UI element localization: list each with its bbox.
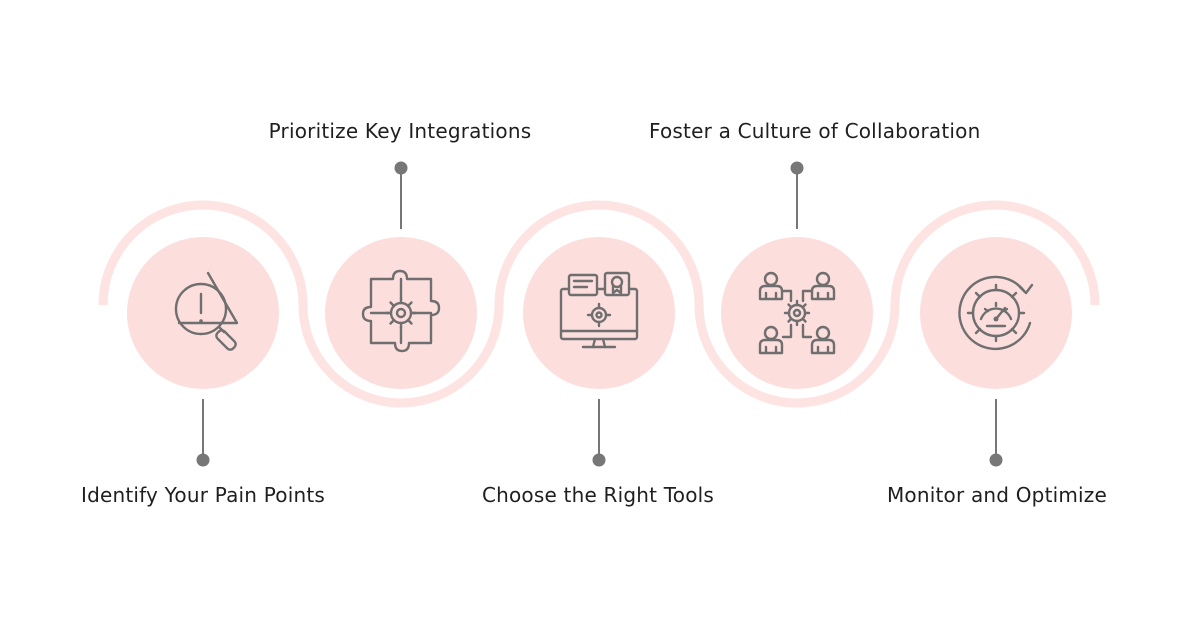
connector-5 (989, 399, 1003, 467)
connector-4 (790, 161, 804, 229)
gauge-gear-icon (958, 275, 1034, 351)
step-circle-2 (325, 237, 477, 389)
step-circle-4 (721, 237, 873, 389)
alert-magnifier-icon (174, 271, 239, 351)
monitor-tools-icon (559, 271, 639, 349)
wave-ribbon (98, 200, 1100, 408)
team-gear-icon (758, 271, 836, 355)
step-1-label: Identify Your Pain Points (81, 483, 325, 507)
step-2-label: Prioritize Key Integrations (268, 119, 532, 143)
connector-2 (394, 161, 408, 229)
step-circle-1 (127, 237, 279, 389)
step-4-label: Foster a Culture of Collaboration (649, 119, 981, 143)
connector-3 (592, 399, 606, 467)
step-5-label: Monitor and Optimize (886, 483, 1108, 507)
puzzle-gear-icon (361, 269, 441, 353)
connector-1 (196, 399, 210, 467)
step-circle-5 (920, 237, 1072, 389)
step-3-label: Choose the Right Tools (481, 483, 715, 507)
